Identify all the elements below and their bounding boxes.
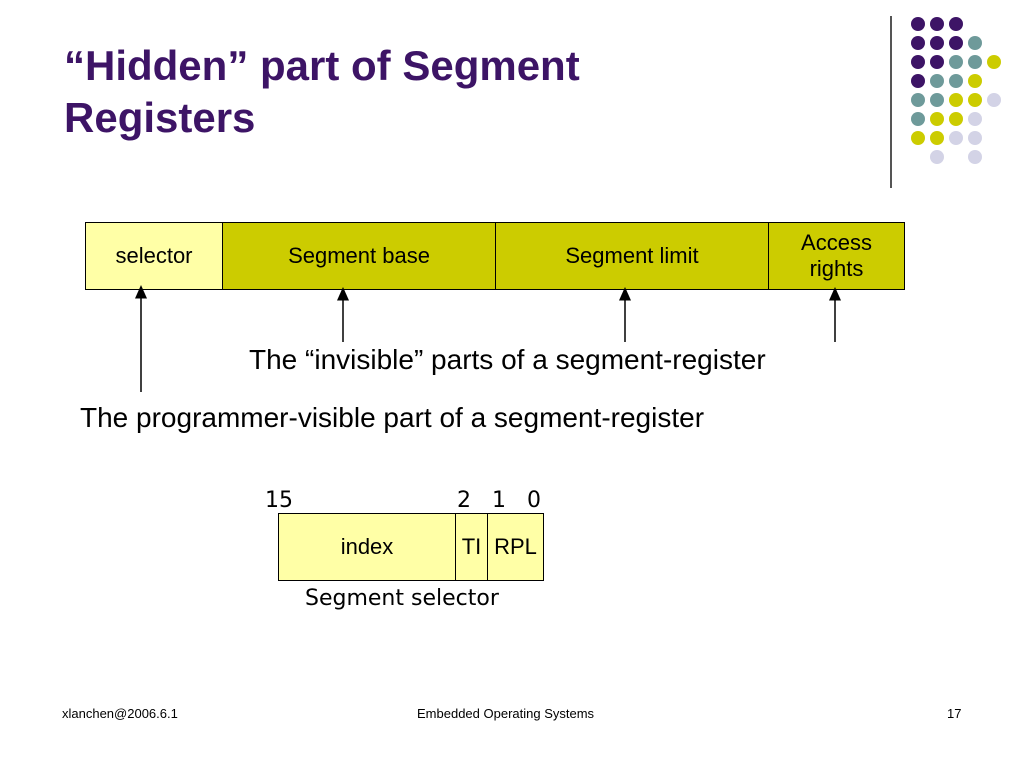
bit-15-label: 15 (265, 488, 293, 513)
segment-limit-cell: Segment limit (495, 222, 769, 290)
selector-cell: selector (85, 222, 223, 290)
ti-field: TI (455, 513, 488, 581)
rpl-field: RPL (487, 513, 544, 581)
bit-0-label: 0 (527, 488, 541, 513)
bit-2-label: 2 (457, 488, 471, 513)
segment-selector-caption: Segment selector (305, 586, 499, 611)
footer-course: Embedded Operating Systems (417, 706, 595, 721)
index-field: index (278, 513, 456, 581)
slide-title: “Hidden” part of Segment Registers (64, 42, 580, 141)
segment-base-cell: Segment base (222, 222, 496, 290)
footer-author: xlanchen@2006.6.1 (62, 706, 178, 721)
page-number: 17 (947, 706, 962, 721)
decorative-divider (890, 16, 892, 188)
access-rights-cell: Access rights (768, 222, 905, 290)
bit-1-label: 1 (492, 488, 506, 513)
visible-part-caption: The programmer-visible part of a segment… (80, 402, 705, 433)
invisible-parts-caption: The “invisible” parts of a segment-regis… (249, 344, 766, 375)
